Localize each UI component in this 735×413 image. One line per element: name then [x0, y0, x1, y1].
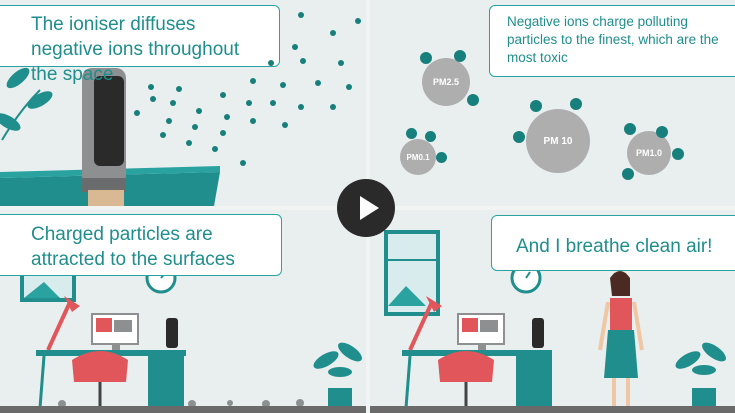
ion-dot: [166, 118, 172, 124]
ion-dot: [220, 130, 226, 136]
callout-ioniser: The ioniser diffuses negative ions throu…: [0, 5, 280, 85]
particle-label: PM 10: [543, 135, 573, 147]
ion-dot: [292, 44, 298, 50]
particle-pm01: PM0.1: [400, 139, 436, 175]
ion-dot: [436, 152, 447, 163]
ion-dot: [192, 124, 198, 130]
ion-dot: [282, 122, 288, 128]
ion-dot: [220, 92, 226, 98]
ion-dot: [346, 84, 352, 90]
ion-dot: [624, 123, 636, 135]
ion-dot: [224, 114, 230, 120]
play-icon[interactable]: [337, 179, 395, 237]
callout-particles: Negative ions charge polluting particles…: [489, 5, 735, 77]
ion-dot: [406, 128, 417, 139]
ion-dot: [330, 104, 336, 110]
ioniser-illustration: [0, 67, 220, 206]
ion-dot: [300, 58, 306, 64]
ion-dot: [186, 140, 192, 146]
panel-clean-air: And I breathe clean air!: [370, 210, 735, 413]
floor: [370, 406, 735, 413]
ion-dot: [150, 96, 156, 102]
ion-dot: [656, 126, 668, 138]
ion-dot: [338, 60, 344, 66]
panel-particles: Negative ions charge polluting particles…: [370, 0, 735, 206]
office-scene-clean: [384, 230, 726, 409]
ion-dot: [467, 94, 479, 106]
ion-dot: [160, 132, 166, 138]
callout-clean-air: And I breathe clean air!: [491, 215, 735, 271]
ion-dot: [420, 52, 432, 64]
ion-dot: [280, 82, 286, 88]
callout-surfaces: Charged particles are attracted to the s…: [0, 214, 282, 276]
particle-label: PM2.5: [432, 77, 459, 87]
ion-dot: [315, 80, 321, 86]
ion-dot: [513, 131, 525, 143]
ion-dot: [570, 98, 582, 110]
panel-ioniser: The ioniser diffuses negative ions throu…: [0, 0, 366, 206]
ion-dot: [355, 18, 361, 24]
ion-dot: [148, 84, 154, 90]
panel-surfaces: Charged particles are attracted to the s…: [0, 210, 366, 413]
particle-pm10: PM 10: [526, 109, 590, 173]
ion-dot: [530, 100, 542, 112]
ion-dot: [250, 78, 256, 84]
ion-dot: [170, 100, 176, 106]
particle-label: PM0.1: [406, 152, 430, 162]
ion-dot: [425, 131, 436, 142]
ion-dot: [622, 168, 634, 180]
ion-dot: [454, 50, 466, 62]
ion-dot: [212, 146, 218, 152]
ion-dot: [196, 108, 202, 114]
ion-dot: [250, 118, 256, 124]
particle-pm1-0: PM1.0: [627, 131, 671, 175]
particle-label: PM1.0: [635, 148, 662, 158]
ion-dot: [330, 30, 336, 36]
ion-dot: [240, 160, 246, 166]
ion-dot: [298, 104, 304, 110]
ion-dot: [298, 12, 304, 18]
floor: [0, 406, 366, 413]
ion-dot: [176, 86, 182, 92]
ion-dot: [672, 148, 684, 160]
ion-dot: [270, 100, 276, 106]
particle-pm25: PM2.5: [422, 58, 470, 106]
ion-dot: [246, 100, 252, 106]
ion-dot: [134, 110, 140, 116]
ion-dot: [268, 60, 274, 66]
